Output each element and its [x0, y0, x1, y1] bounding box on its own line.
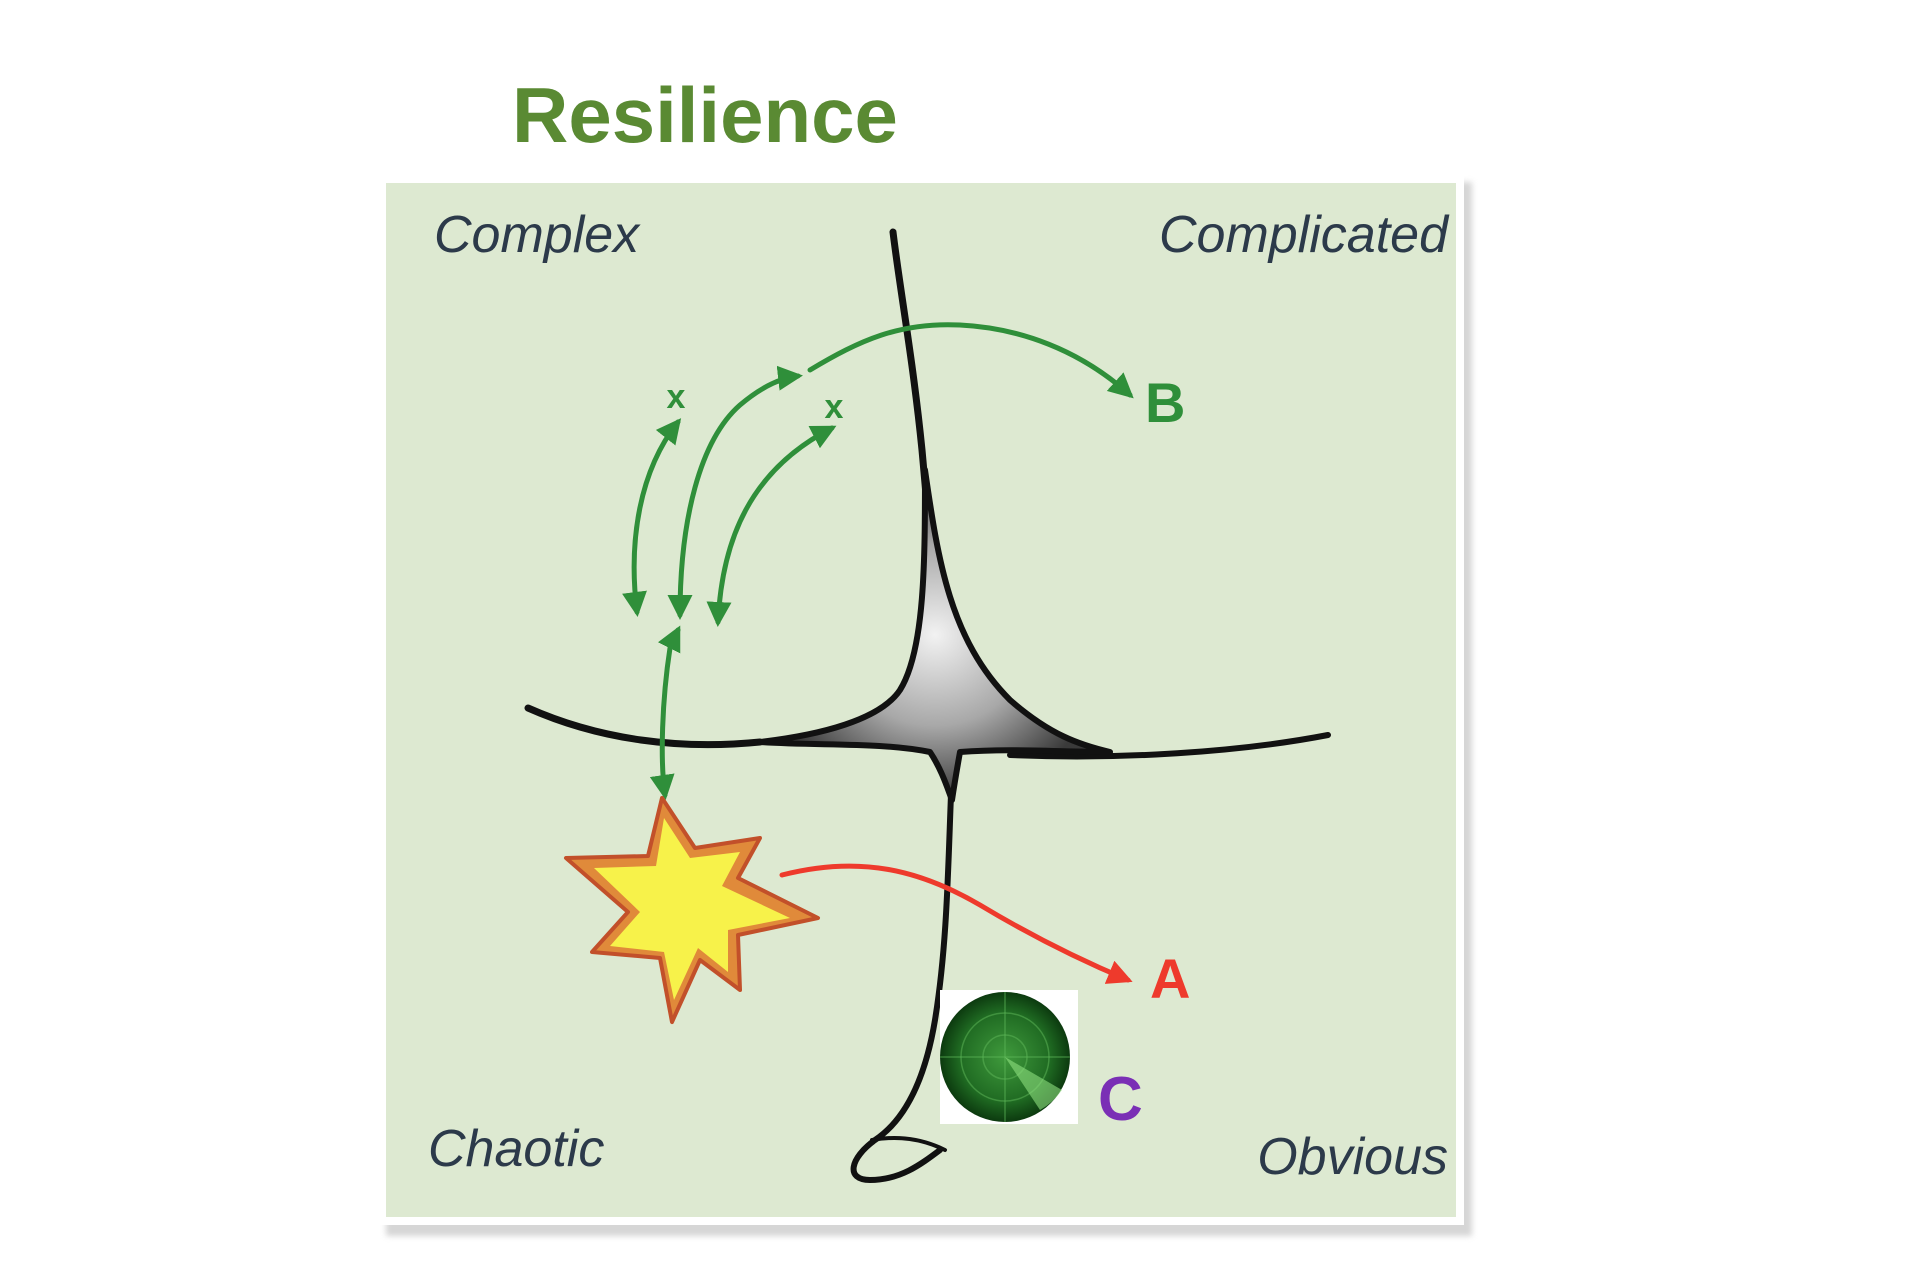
probe-arrows [622, 322, 1134, 800]
arrow-chaos-to-complex [649, 625, 681, 800]
quadrant-label-complex: Complex [434, 206, 640, 264]
probe-x-marker-2: x [825, 388, 844, 426]
quadrant-label-complicated: Complicated [1158, 206, 1448, 264]
probe-x-marker-1: x [667, 378, 686, 416]
domain-boundaries [524, 228, 1331, 1184]
boundary-curl [870, 1136, 947, 1152]
panel-background: Complex Complicated Chaotic Obvious [386, 183, 1456, 1217]
arrow-to-a [779, 863, 1133, 984]
disorder-center [757, 467, 1113, 803]
outcome-a-label: A [1150, 947, 1190, 1010]
boundary-right [1007, 732, 1331, 760]
quadrant-label-chaotic: Chaotic [428, 1120, 605, 1178]
boundary-left [524, 704, 764, 749]
diagram-title: Resilience [512, 71, 898, 159]
probe-arrow-2 [667, 365, 803, 620]
boundary-bottom [850, 767, 955, 1184]
starburst-icon [564, 796, 820, 1024]
quadrant-label-obvious: Obvious [1257, 1128, 1448, 1186]
probe-arrow-3 [706, 425, 837, 627]
arrow-to-b [807, 322, 1134, 399]
radar-icon [940, 990, 1078, 1124]
outcome-c-label: C [1098, 1065, 1143, 1134]
diagram-panel: Complex Complicated Chaotic Obvious [378, 175, 1464, 1225]
outcome-b-label: B [1145, 371, 1185, 434]
probe-arrow-1 [622, 418, 682, 617]
